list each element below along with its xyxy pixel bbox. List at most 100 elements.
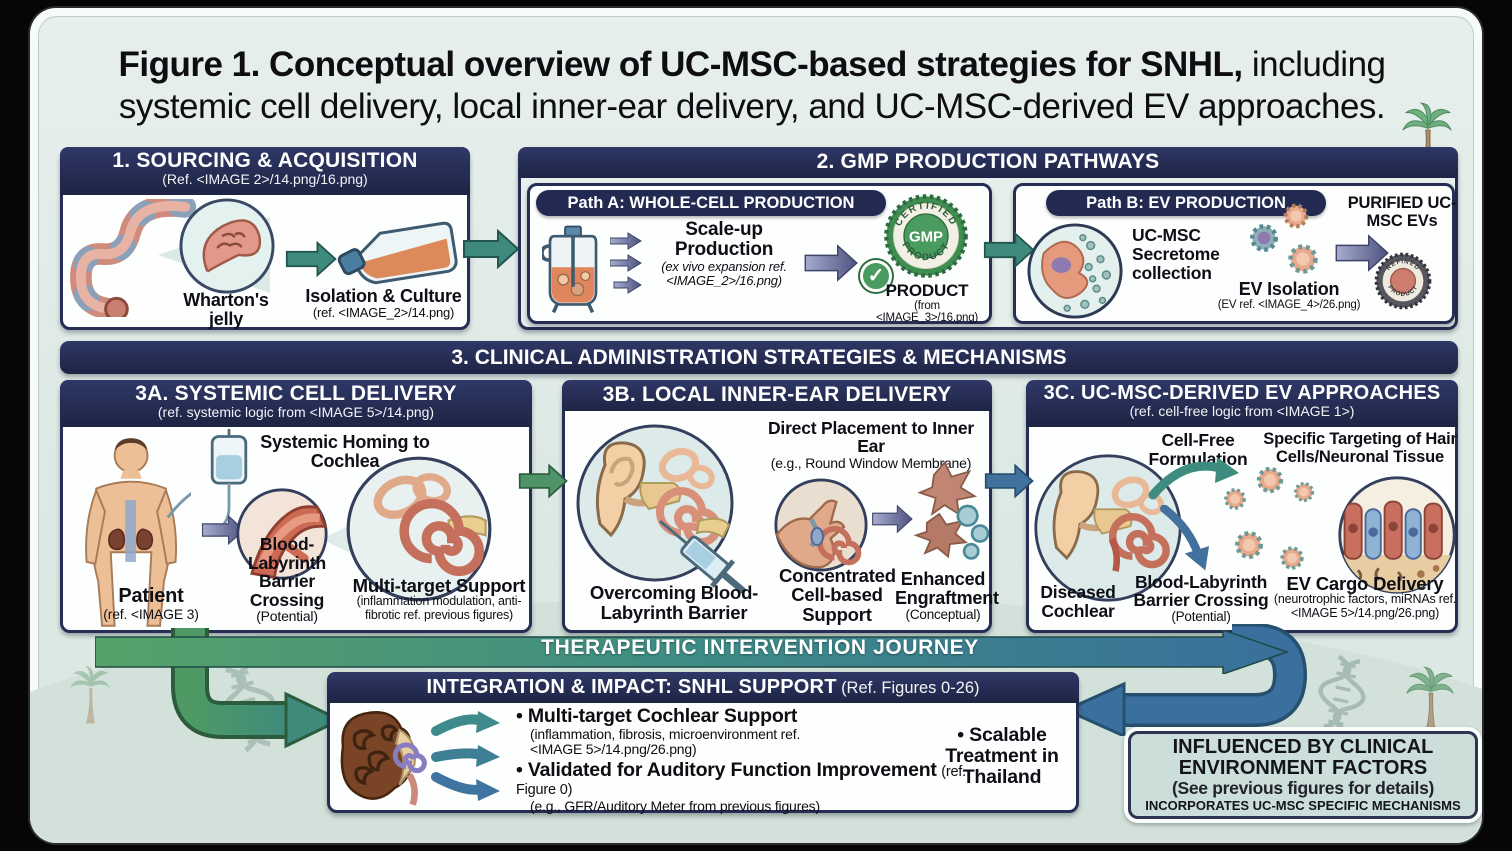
influenced-line3: (See previous figures for details): [1171, 778, 1435, 798]
barrier-crossing-3c-note: (Potential): [1171, 608, 1231, 624]
ev-cargo-note: (neurotrophic factors, miRNAs ref. <IMAG…: [1273, 592, 1457, 620]
barrier-crossing-note: (Potential): [256, 608, 318, 625]
influenced-line1: INFLUENCED BY CLINICAL: [1172, 736, 1434, 758]
figure-title-line1: Figure 1. Conceptual overview of UC-MSC-…: [76, 44, 1428, 86]
transfer-arrows-icon: [610, 232, 642, 294]
purified-ev-badge: REFINED PRODUCT: [1372, 250, 1434, 312]
direct-placement-note: (e.g., Round Window Membrane): [770, 454, 972, 471]
diseased-ear-circle: [1033, 453, 1183, 603]
product-label: PRODUCT (from <IMAGE_3>/16.png): [868, 282, 986, 324]
enhanced-engraftment-text: Enhanced Engraftment: [895, 568, 999, 608]
syringe-icon: [641, 495, 767, 621]
impact-bullet-2: • Validated for Auditory Function Improv…: [516, 760, 976, 799]
check-icon: ✓: [860, 260, 892, 292]
ev-isolation-text: EV Isolation: [1238, 279, 1340, 299]
hair-cells-circle: [1335, 473, 1459, 597]
direct-placement-text: Direct Placement to Inner Ear: [767, 418, 975, 457]
impact-bullet-2-note: (e.g., GFR/Auditory Meter from previous …: [530, 798, 820, 814]
whartons-jelly-label: Wharton's jelly: [183, 290, 269, 329]
panel1-body: Wharton's jelly Isolation & Culture (ref…: [63, 195, 467, 329]
panel-local-inner-ear-delivery: 3B. LOCAL INNER-EAR DELIVERY: [562, 380, 999, 633]
enhanced-engraftment-label: Enhanced Engraftment (Conceptual): [895, 568, 999, 622]
banner-clinical-administration: 3. CLINICAL ADMINISTRATION STRATEGIES & …: [60, 341, 1458, 374]
ev-isolation-label: EV Isolation (EV ref. <IMAGE_4>/26.png): [1204, 280, 1374, 311]
purified-evs-label: PURIFIED UC-MSC EVs: [1347, 194, 1457, 230]
panel3a-title: 3A. SYSTEMIC CELL DELIVERY: [135, 382, 457, 405]
dna-helix-icon: [1307, 651, 1378, 737]
ev-vesicle-icon: [1280, 200, 1312, 232]
blood-vessel-circle: [235, 487, 329, 581]
impact-title-ref: (Ref. Figures 0-26): [841, 679, 980, 697]
arrow-3a-to-3b: [518, 463, 568, 499]
impact-bullet-3: • Scalable Treatment in Thailand: [945, 724, 1059, 788]
arrow-patha-to-pathb: [983, 231, 1035, 269]
palm-tree-icon: [66, 660, 114, 726]
patient-ref: (ref. <IMAGE 3): [103, 606, 199, 623]
isolation-culture-ref: (ref. <IMAGE_2>/14.png): [312, 304, 455, 320]
diseased-cochlear-label: Diseased Cochlear: [1040, 582, 1116, 621]
path-b-ev-production: Path B: EV PRODUCTION UC-MSC Secretome c…: [1013, 183, 1457, 324]
panel3b-title: 3B. LOCAL INNER-EAR DELIVERY: [602, 383, 952, 406]
round-window-circle: [773, 477, 869, 573]
journey-return-arrow: [1062, 624, 1308, 736]
barrier-crossing-text: Blood-Labyrinth Barrier Crossing: [248, 534, 326, 610]
gmp-badge-center-text: GMP: [909, 228, 943, 245]
path-a-whole-cell-production: Path A: WHOLE-CELL PRODUCTION: [527, 183, 992, 324]
influenced-box-outer: INFLUENCED BY CLINICAL ENVIRONMENT FACTO…: [1124, 727, 1482, 823]
figure-title: Figure 1. Conceptual overview of UC-MSC-…: [76, 44, 1428, 128]
ev-vesicle-icon: [1221, 485, 1249, 513]
culture-flask-icon: [333, 219, 461, 293]
umbilical-cord-illustration: [68, 199, 218, 317]
multi-target-support-label: Multi-target Support (inflammation modul…: [347, 575, 531, 622]
arrow-barrier-crossing-curve: [1160, 505, 1210, 571]
ev-vesicle-icon: [1246, 220, 1282, 256]
patient-label: Patient (ref. <IMAGE 3): [85, 586, 217, 622]
enhanced-engraftment-note: (Conceptual): [905, 606, 981, 622]
secretome-label: UC-MSC Secretome collection: [1132, 225, 1220, 283]
arrow-right-icon: [285, 240, 337, 278]
ev-cargo-text: EV Cargo Delivery: [1286, 572, 1444, 594]
figure-title-bold: Figure 1. Conceptual overview of UC-MSC-…: [118, 45, 1243, 84]
product-ref: (from <IMAGE_3>/16.png): [875, 299, 979, 324]
cochlea-impact-illustration: [336, 705, 428, 813]
impact-bullet-1-note: (inflammation, fibrosis, microenvironmen…: [530, 726, 801, 757]
impact-title: INTEGRATION & IMPACT: SNHL SUPPORT: [426, 676, 837, 698]
barrier-crossing-label: Blood-Labyrinth Barrier Crossing (Potent…: [229, 535, 345, 624]
impact-bullet-2-text: • Validated for Auditory Function Improv…: [516, 759, 937, 781]
ev-cargo-label: EV Cargo Delivery (neurotrophic factors,…: [1271, 572, 1459, 620]
iv-bag-icon: [201, 429, 257, 541]
panel3c-body: Cell-Free Formulation Specific Targeting…: [1029, 427, 1457, 630]
arrow-to-product: [804, 244, 858, 282]
therapeutic-journey-label: THERAPEUTIC INTERVENTION JOURNEY: [541, 636, 979, 659]
gmp-certified-badge: CERTIFIED PRODUCT GMP: [882, 192, 970, 280]
palm-tree-icon: [1402, 660, 1458, 738]
panel3c-title: 3C. UC-MSC-DERIVED EV APPROACHES: [1043, 382, 1441, 404]
impact-bullets: • Multi-target Cochlear Support (inflamm…: [516, 706, 976, 814]
arrow-to-purified-evs: [1335, 234, 1389, 272]
ev-vesicle-icon: [1253, 463, 1287, 497]
panel3b-body: Direct Placement to Inner Ear (e.g., Rou…: [565, 411, 999, 630]
product-text: PRODUCT: [885, 281, 969, 300]
cochlea-circle: [345, 455, 493, 603]
arrow-to-engraftment: [872, 504, 913, 534]
influenced-box: INFLUENCED BY CLINICAL ENVIRONMENT FACTO…: [1128, 731, 1478, 819]
whartons-jelly-magnifier-circle: [178, 197, 276, 295]
engrafted-cells-illustration: [909, 459, 989, 561]
direct-placement-label: Direct Placement to Inner Ear (e.g., Rou…: [753, 419, 989, 470]
overcoming-barrier-label: Overcoming Blood-Labyrinth Barrier: [589, 582, 759, 623]
influenced-line2: ENVIRONMENT FACTORS: [1178, 757, 1428, 779]
barrier-crossing-3c-label: Blood-Labyrinth Barrier Crossing (Potent…: [1125, 573, 1277, 624]
bioreactor-icon: [542, 220, 604, 318]
impact-body: • Multi-target Cochlear Support (inflamm…: [330, 703, 1076, 814]
specific-targeting-label: Specific Targeting of Hair Cells/Neurona…: [1263, 430, 1457, 466]
ev-vesicle-icon: [1291, 479, 1317, 505]
panel1-header: 1. SOURCING & ACQUISITION (Ref. <IMAGE 2…: [60, 147, 470, 195]
arrow-3b-to-3c: [984, 463, 1034, 499]
panel3a-header: 3A. SYSTEMIC CELL DELIVERY (ref. systemi…: [60, 380, 532, 427]
ev-vesicle-icon: [1231, 527, 1267, 563]
scale-up-text: Scale-up Production: [674, 219, 774, 260]
panel-ev-approaches: 3C. UC-MSC-DERIVED EV APPROACHES (ref. c…: [1026, 380, 1458, 633]
impact-fan-arrows: [431, 711, 500, 801]
concentrated-support-label: Concentrated Cell-based Support: [779, 564, 896, 625]
